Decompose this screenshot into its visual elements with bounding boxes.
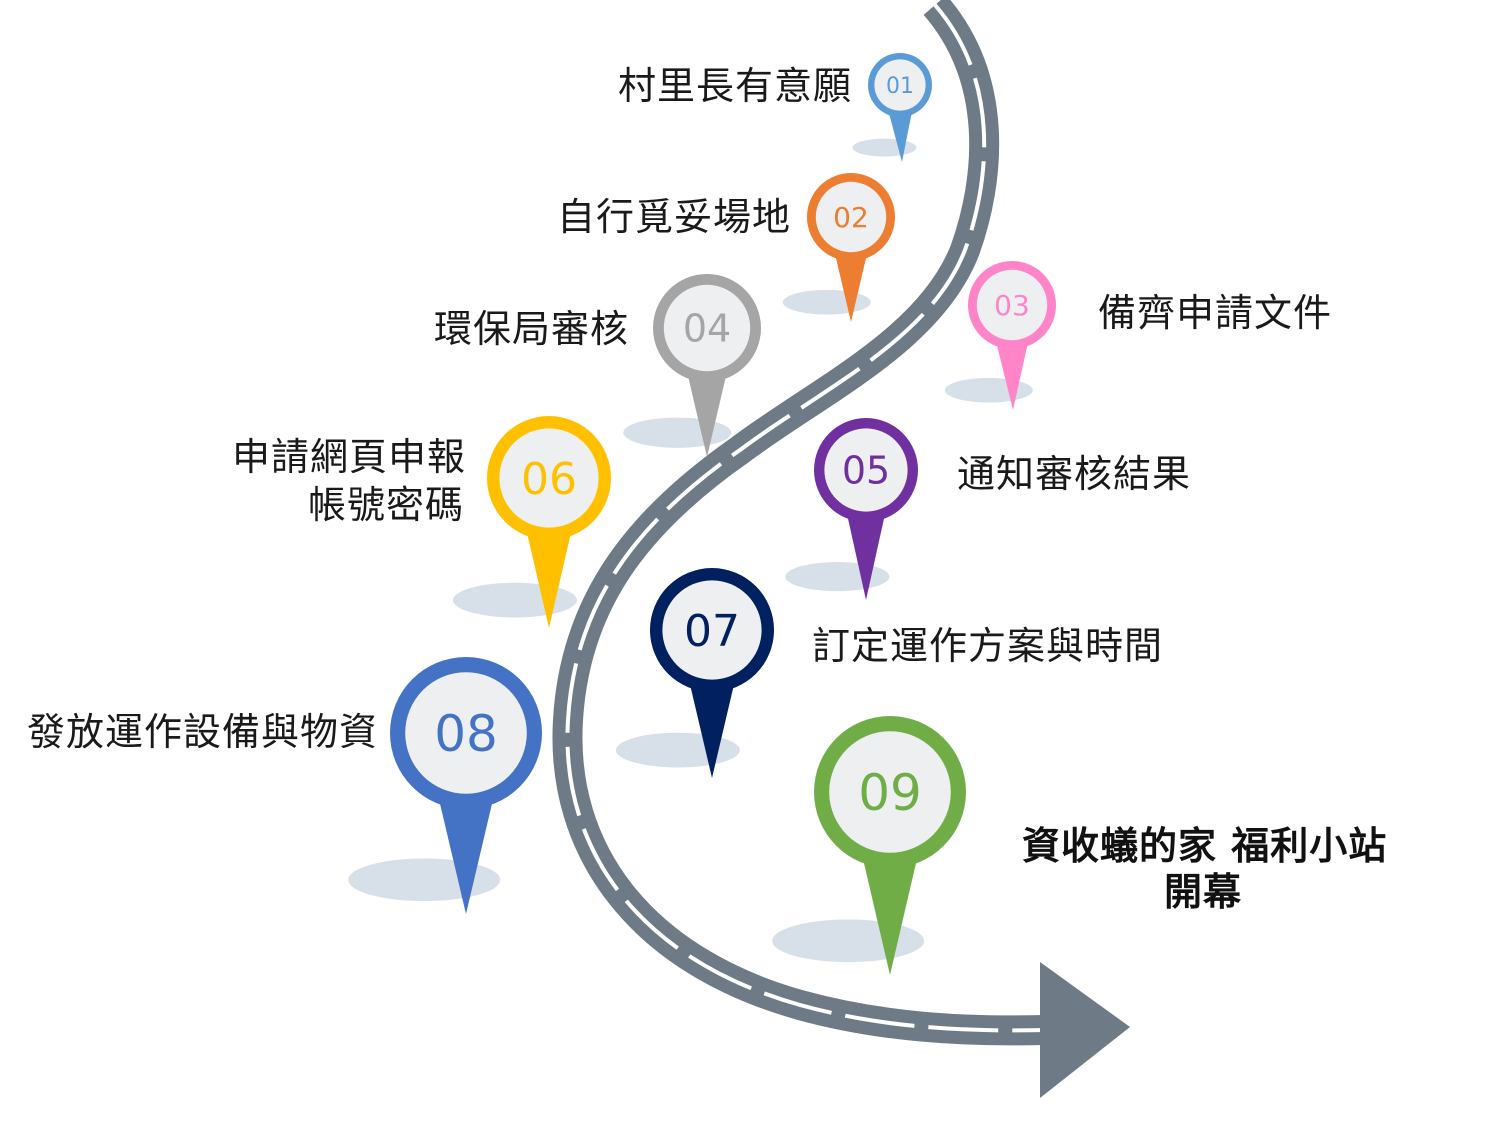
- pin-tail-06: [522, 515, 576, 628]
- pin-tail-08: [434, 778, 498, 914]
- pin-shadow-05: [785, 562, 890, 592]
- pin-center-08: [405, 672, 527, 794]
- pin-tail-04: [684, 360, 730, 457]
- road-body: [552, 0, 1046, 1046]
- step-pins: 01 02 03 04 05 06 07 08 09: [390, 53, 1056, 975]
- pin-number-07: 07: [684, 606, 740, 657]
- pin-tail-09: [858, 837, 922, 975]
- step-02-label: 自行覓妥場地: [557, 195, 792, 239]
- pin-center-03: [976, 269, 1048, 341]
- step-05-label: 通知審核結果: [957, 452, 1192, 496]
- pin-center-05: [824, 428, 908, 512]
- step-09-label-line1: 資收蟻的家 福利小站: [1022, 824, 1388, 868]
- step-09-label-line2: 開幕: [1163, 870, 1242, 914]
- step-01-label: 村里長有意願: [618, 64, 853, 108]
- step-04-label: 環保局審核: [434, 307, 630, 351]
- pin-tail-05: [844, 501, 888, 600]
- pin-tail-07: [685, 667, 739, 778]
- pin-center-02: [815, 181, 887, 253]
- step-pin-03: 03: [968, 261, 1056, 410]
- pin-number-01: 01: [886, 74, 914, 99]
- step-pin-06: 06: [487, 416, 611, 628]
- pin-tail-03: [993, 331, 1031, 410]
- step-08-label: 發放運作設備與物資: [27, 710, 379, 754]
- road-lane-marking: [565, 3, 1046, 1033]
- step-pin-05: 05: [814, 418, 918, 600]
- pin-shadow-06: [452, 582, 577, 618]
- pin-center-07: [662, 580, 762, 680]
- step-03-label: 備齊申請文件: [1098, 291, 1333, 335]
- road-arrow-head: [1040, 962, 1130, 1098]
- step-06-label-line1: 申請網頁申報: [232, 435, 467, 479]
- pin-number-06: 06: [521, 454, 577, 505]
- pin-number-08: 08: [434, 705, 498, 763]
- step-07-label: 訂定運作方案與時間: [812, 624, 1164, 668]
- step-pin-08: 08: [390, 657, 542, 914]
- pin-center-06: [499, 428, 599, 528]
- pin-number-05: 05: [842, 449, 890, 493]
- pin-number-09: 09: [858, 764, 922, 822]
- pin-number-03: 03: [994, 289, 1030, 322]
- pin-shadow-01: [852, 138, 917, 157]
- pin-tail-02: [832, 243, 870, 322]
- pin-number-02: 02: [833, 201, 869, 234]
- pin-center-04: [663, 284, 751, 372]
- step-pin-07: 07: [650, 568, 774, 778]
- pin-tail-01: [886, 104, 914, 162]
- pin-shadow-03: [944, 377, 1033, 403]
- pin-number-04: 04: [683, 307, 731, 351]
- step-06-label-line2: 帳號密碼: [307, 483, 464, 527]
- step-pin-09: 09: [814, 716, 966, 975]
- step-pin-02: 02: [807, 173, 895, 322]
- step-pin-01: 01: [868, 53, 932, 162]
- winding-road: [552, 0, 1130, 1098]
- step-pin-04: 04: [653, 274, 761, 457]
- pin-center-09: [829, 731, 951, 853]
- pin-center-01: [874, 59, 926, 111]
